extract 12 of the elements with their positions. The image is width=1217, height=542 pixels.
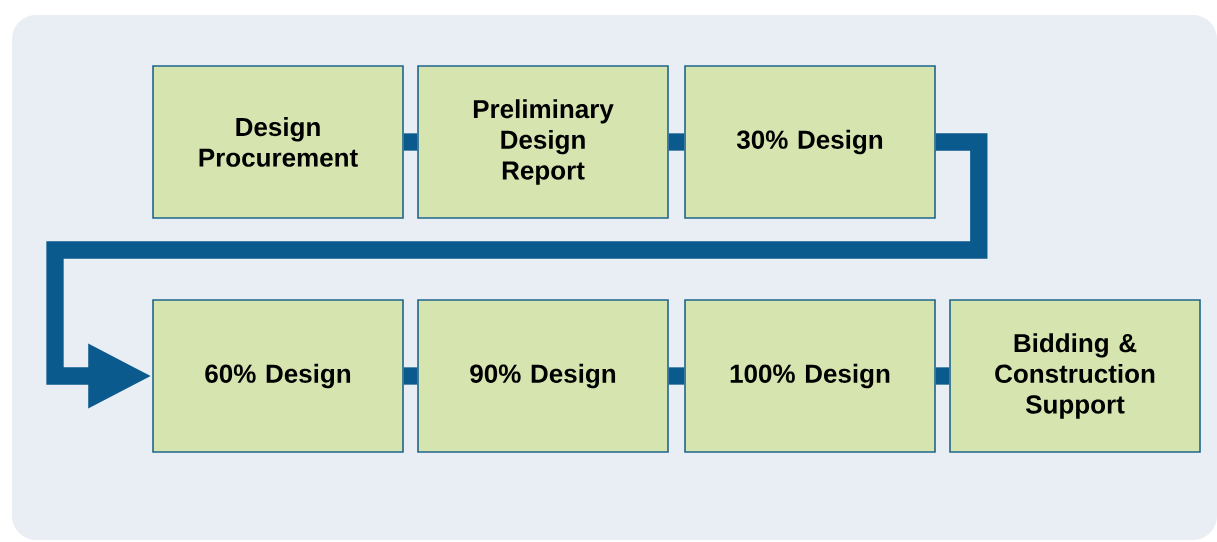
connector [403, 367, 418, 385]
connector [668, 367, 685, 385]
process-box: Preliminary Design Report [417, 65, 669, 219]
process-box: 90% Design [417, 299, 669, 453]
connector [403, 133, 418, 151]
process-box: Bidding & Construction Support [949, 299, 1201, 453]
process-box: 100% Design [684, 299, 936, 453]
process-box: Design Procurement [152, 65, 404, 219]
connector [935, 367, 950, 385]
process-box: 60% Design [152, 299, 404, 453]
connector [668, 133, 685, 151]
process-box: 30% Design [684, 65, 936, 219]
